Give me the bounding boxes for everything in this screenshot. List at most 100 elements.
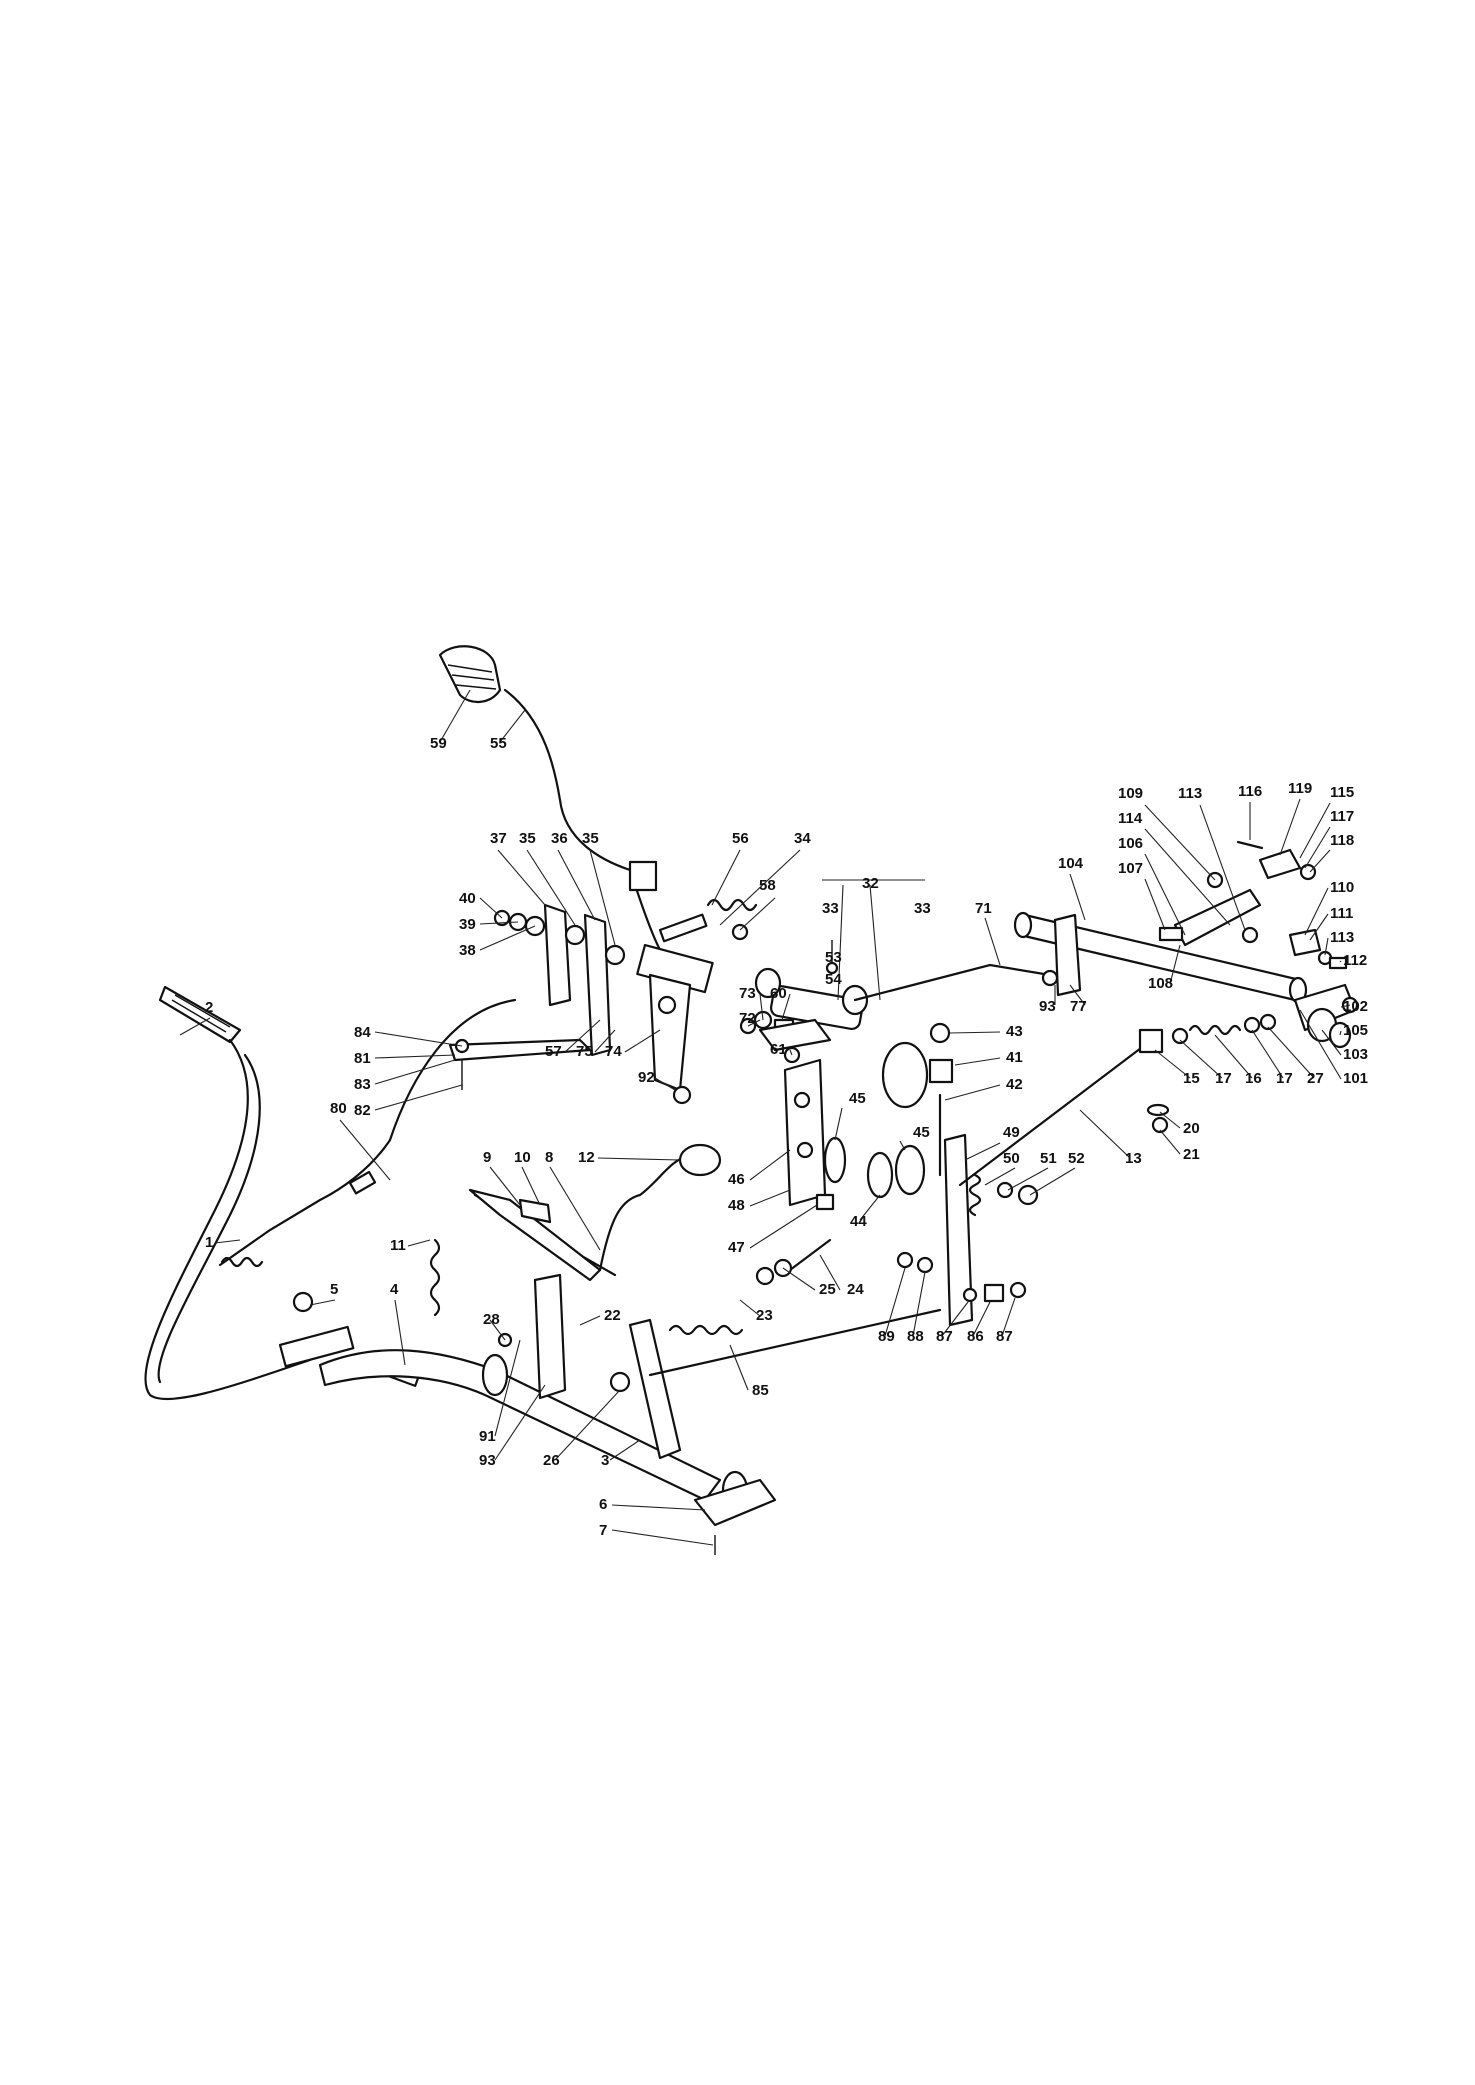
part-callout-83: 83 [354,1076,371,1093]
part-callout-74: 74 [605,1043,622,1060]
part-callout-35: 35 [519,830,536,847]
pedal-2 [158,985,242,1044]
tie-rod-plate [468,1188,602,1282]
part-callout-110: 110 [1330,879,1354,896]
part-callout-39: 39 [459,916,476,933]
part-callout-82: 82 [354,1102,371,1119]
pedal-rod-inner [157,1053,261,1384]
part-callout-6: 6 [599,1496,607,1513]
yoke-41 [881,1041,929,1109]
part-callout-33: 33 [822,900,839,917]
nut-21 [1151,1116,1169,1134]
link-rods [648,1238,942,1377]
part-callout-3: 3 [601,1452,609,1469]
bearing-45a [823,1136,847,1184]
part-callout-41: 41 [1006,1049,1023,1066]
plate-36 [583,913,612,1057]
pedal-tread [171,994,231,1033]
yoke-assembly [881,1022,954,1177]
part-callout-17: 17 [1276,1070,1293,1087]
lever-knob [438,645,502,703]
part-callout-73: 73 [739,985,756,1002]
cable-ferrule [348,1170,377,1195]
cable-sheath [218,998,517,1267]
spring-23 [668,1324,744,1336]
shaft-bush-91 [481,1353,509,1397]
part-callout-36: 36 [551,830,568,847]
nut-92 [672,1085,692,1105]
part-callout-45: 45 [913,1124,930,1141]
lower-right-assembly [1293,983,1359,1049]
part-callout-75: 75 [576,1043,593,1060]
shaft-104-bracket [1053,913,1082,997]
part-callout-17: 17 [1215,1070,1232,1087]
part-callout-85: 85 [752,1382,769,1399]
part-callout-58: 58 [759,877,776,894]
part-callout-89: 89 [878,1328,895,1345]
part-callout-56: 56 [732,830,749,847]
plate-93 [533,1273,567,1400]
part-callout-8: 8 [545,1149,553,1166]
gear-lever [438,645,662,952]
part-callout-5: 5 [330,1281,338,1298]
spring-50 [968,1173,982,1217]
part-callout-87: 87 [996,1328,1013,1345]
plate-hole-1 [793,1091,811,1109]
part-callout-23: 23 [756,1307,773,1324]
lever-26 [628,1318,682,1460]
part-callout-4: 4 [390,1281,399,1298]
part-callout-20: 20 [1183,1120,1200,1137]
part-callout-28: 28 [483,1311,500,1328]
nut-58 [731,923,749,941]
part-callout-107: 107 [1118,860,1143,877]
part-callout-50: 50 [1003,1150,1020,1167]
part-callout-12: 12 [578,1149,595,1166]
part-callout-46: 46 [728,1171,745,1188]
nut-118 [1299,863,1317,881]
part-callout-48: 48 [728,1197,745,1214]
part-callout-47: 47 [728,1239,745,1256]
plate-46 [783,1058,827,1207]
part-callout-88: 88 [907,1328,924,1345]
part-callout-60: 60 [770,985,787,1002]
bearing-45b [894,1144,926,1196]
part-callout-11: 11 [390,1237,406,1254]
pivot-hole [657,995,677,1015]
part-callout-57: 57 [545,1043,562,1060]
part-callout-80: 80 [330,1100,347,1117]
part-callout-106: 106 [1118,835,1143,852]
washer-93 [1041,969,1059,987]
part-callout-118: 118 [1330,832,1354,849]
lever-rod-path [598,1153,692,1272]
plate-49 [943,1133,974,1327]
rod-13-line [958,1043,1147,1187]
pedal-assembly [144,985,421,1401]
bush-35b [604,944,626,966]
part-callout-32: 32 [862,875,879,892]
pin-34 [658,913,708,943]
bush-35a [564,924,586,946]
part-callout-101: 101 [1343,1070,1368,1087]
shaft-foot-plate-6 [693,1478,777,1527]
washer-25a [755,1266,775,1286]
part-callout-93: 93 [1039,998,1056,1015]
part-callout-51: 51 [1040,1150,1057,1167]
part-callout-45: 45 [849,1090,866,1107]
part-callout-33: 33 [914,900,931,917]
yoke-block [928,1058,954,1084]
part-callout-1: 1 [205,1234,213,1251]
part-callout-24: 24 [847,1281,864,1298]
plate-hole-2 [796,1141,814,1159]
part-callout-35: 35 [582,830,599,847]
central-plate [783,1058,926,1211]
washer-88 [916,1256,934,1274]
spring-56 [706,898,758,912]
nut-52 [1017,1184,1039,1206]
pedal-rod-outer [144,1038,312,1401]
bracket-81 [448,1038,592,1062]
nut-87a [962,1287,978,1303]
part-callout-105: 105 [1343,1022,1368,1039]
block-47 [815,1193,835,1211]
plate-37 [543,903,572,1007]
